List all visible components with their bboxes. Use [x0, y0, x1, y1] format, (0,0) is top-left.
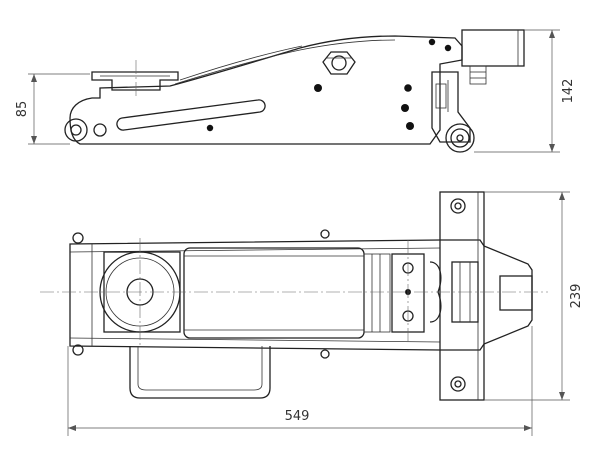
cylinder-top — [183, 247, 391, 339]
side-view: 85 142 — [15, 29, 576, 153]
bolt — [206, 124, 214, 132]
bolt — [406, 122, 414, 130]
bolt — [428, 38, 436, 46]
handle-socket — [461, 29, 525, 85]
bolt — [401, 104, 409, 112]
dim-label-142: 142 — [561, 79, 576, 104]
dimension-142: 142 — [474, 29, 576, 153]
dim-label-239: 239 — [569, 284, 584, 309]
saddle — [91, 60, 179, 98]
dim-label-85: 85 — [15, 101, 30, 118]
lift-arm-slot — [116, 99, 266, 131]
carry-handle — [129, 346, 271, 399]
top-view: 239 549 — [40, 191, 584, 436]
front-roller — [64, 118, 107, 142]
rear-caster — [431, 71, 475, 153]
dimension-549: 549 — [67, 326, 533, 436]
bolt — [404, 84, 412, 92]
dimension-85: 85 — [15, 73, 90, 145]
bolt — [444, 44, 452, 52]
pump-nut — [322, 51, 356, 75]
bolt — [314, 84, 322, 92]
dimension-239: 239 — [484, 191, 584, 401]
dim-label-549: 549 — [285, 409, 310, 424]
pump-block — [391, 253, 442, 333]
